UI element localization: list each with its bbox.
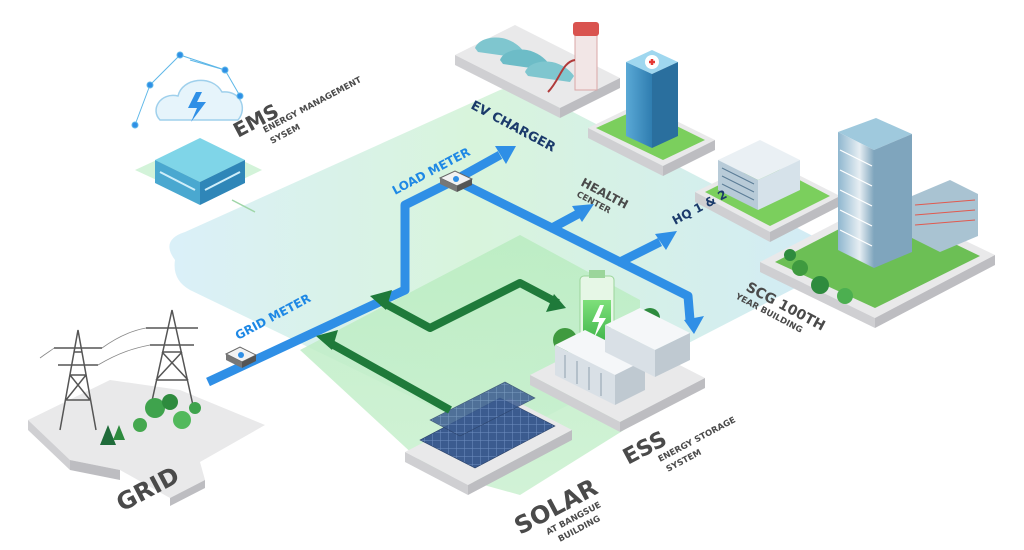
hq-tile: [695, 140, 840, 242]
meter-icon: [438, 170, 474, 192]
solar-ess-flows: [328, 279, 560, 414]
trees: [784, 249, 853, 304]
ems-label: EMS ENERGY MANAGEMENT SYSEM: [229, 75, 364, 147]
charging-station-icon: [547, 22, 599, 93]
green-arrowheads: [316, 290, 566, 350]
ems-link-line: [231, 199, 256, 213]
grid-tile: [28, 309, 265, 506]
ems-server-icon: [131, 51, 262, 205]
transmission-tower-icon: [39, 309, 198, 431]
scg-building-tile: [760, 118, 995, 328]
car-icon: [475, 37, 574, 82]
battery-cabinets: [555, 308, 690, 405]
ess-label: ESS ENERGY STORAGE SYSTEM: [619, 415, 738, 474]
trees: [100, 394, 201, 445]
meter-icon: [224, 346, 258, 368]
solar-tile: [405, 381, 572, 495]
hospital-cross-icon: [645, 55, 659, 69]
health-center-tile: [588, 50, 715, 176]
ess-tile: [530, 270, 705, 432]
power-flow-arrowheads: [495, 146, 704, 334]
network-nodes: [131, 51, 244, 129]
ems-subtitle-1: ENERGY MANAGEMENT: [262, 75, 364, 136]
cloud-lightning-icon: [155, 79, 243, 122]
ess-title: ESS: [619, 427, 671, 471]
solar-panel-array: [419, 381, 556, 469]
ev-charger-tile: [455, 22, 620, 118]
